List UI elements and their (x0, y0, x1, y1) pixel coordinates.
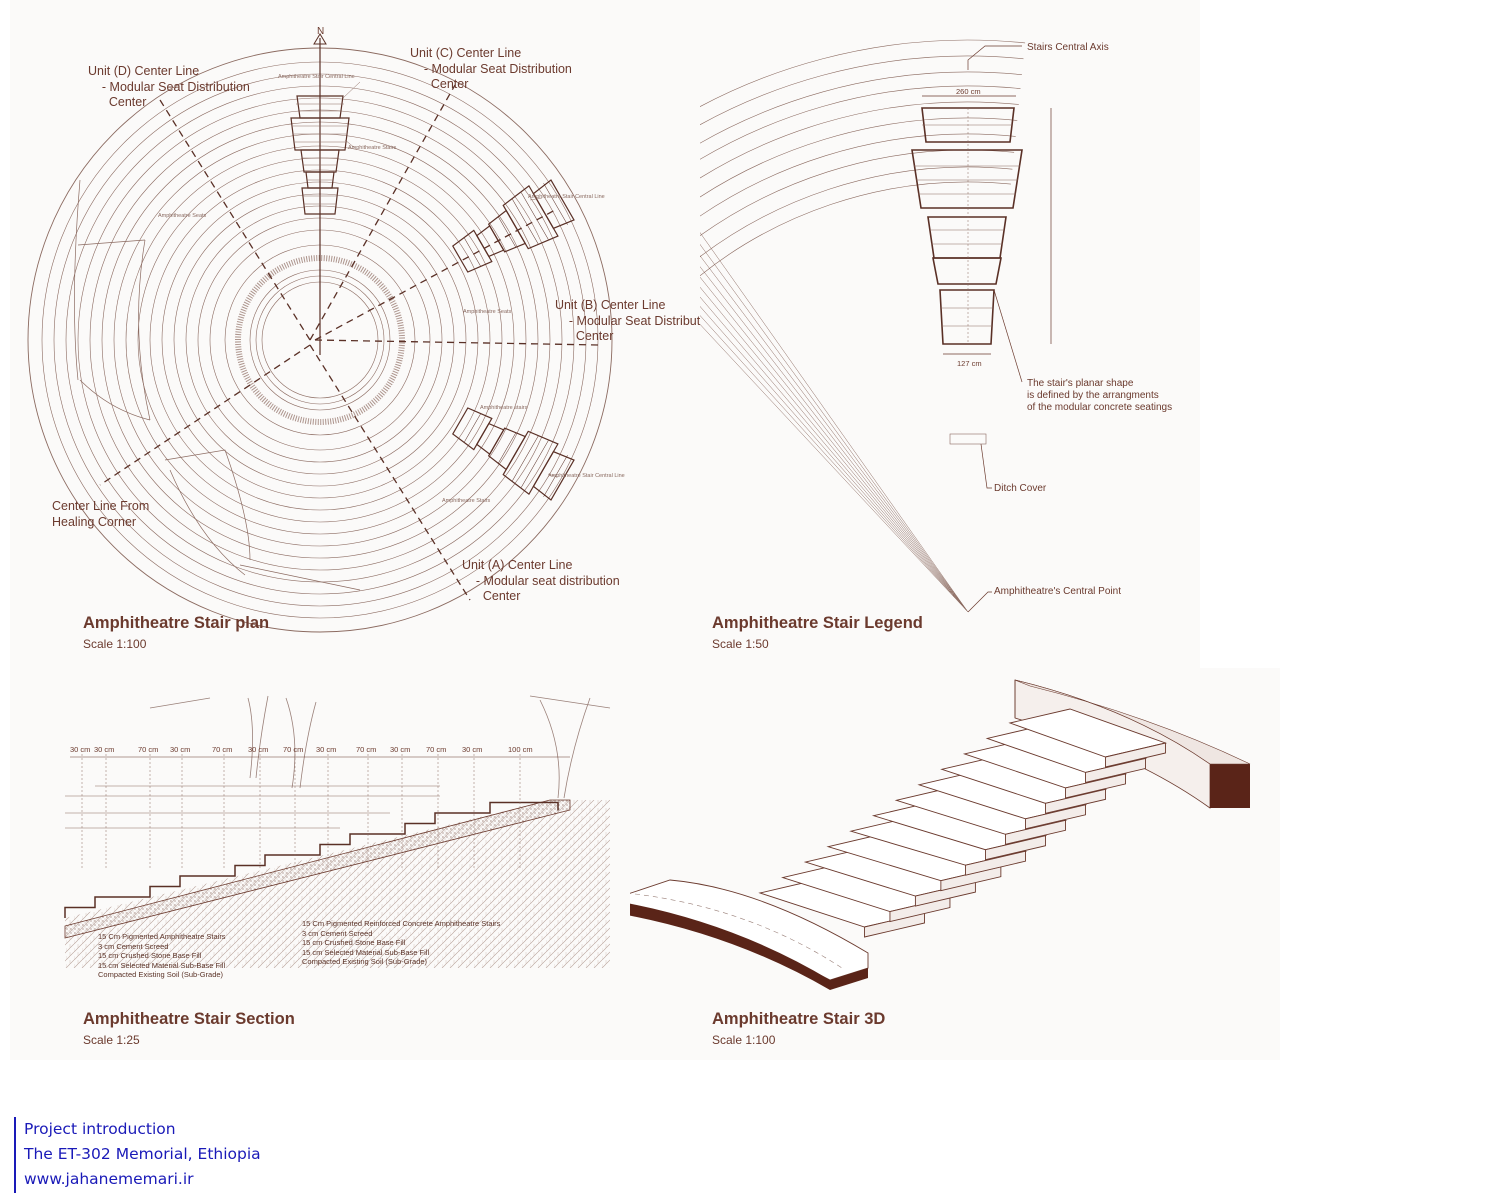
unit-a-label: Unit (A) Center Line - Modular seat dist… (462, 558, 620, 603)
legend-title: Amphitheatre Stair Legend (712, 614, 923, 632)
section-dim-7: 70 cm (283, 745, 304, 754)
section-dim-3: 70 cm (138, 745, 159, 754)
right-layer-5: Compacted Existing Soil (Sub-Grade) (302, 957, 428, 966)
stairs-bottom-label: Amphitheatre Stairs (442, 498, 491, 504)
stair-plan-drawing (27, 33, 613, 633)
ditch-cover-label: Ditch Cover (994, 483, 1047, 494)
section-left-layers: 15 Cm Pigmented Amphitheatre Stairs 3 cm… (98, 932, 226, 980)
left-layer-1: 15 Cm Pigmented Amphitheatre Stairs (98, 932, 226, 941)
right-layer-3: 15 cm Crushed Stone Base Fill (302, 938, 406, 947)
stair-legend-panel: 260 cm 127 cm Stairs Central Axis The st… (700, 0, 1200, 668)
unit-d-label: Unit (D) Center Line - Modular Seat Dist… (88, 64, 250, 109)
planar-shape-note: The stair's planar shape is defined by t… (1027, 378, 1173, 413)
section-dim-9: 70 cm (356, 745, 377, 754)
project-footer: Project introduction The ET-302 Memorial… (14, 1117, 261, 1193)
unit-b-label: Unit (B) Center Line - Modular Seat Dist… (555, 298, 700, 343)
section-dim-12: 30 cm (462, 745, 483, 754)
3d-scale: Scale 1:100 (712, 1033, 776, 1047)
section-dim-1: 30 cm (70, 745, 91, 754)
section-dim-10: 30 cm (390, 745, 411, 754)
stairs-lower-label: Amphitheatre stairs (480, 405, 528, 411)
seats-right-label: Amphitheatre Seats (463, 309, 512, 315)
plan-scale: Scale 1:100 (83, 637, 147, 651)
legend-bottom-dim: 127 cm (957, 359, 982, 368)
healing-corner-label: Center Line From Healing Corner (52, 499, 150, 529)
stair-legend-drawing (700, 39, 1052, 613)
stair-axis-top-label: Amphitheatre Stair Central Line (278, 74, 355, 80)
stair-axis-lower-label: Amphitheatre Stair Central Line (548, 473, 625, 479)
website-link[interactable]: www.jahanememari.ir (24, 1170, 194, 1188)
legend-top-dim: 260 cm (956, 87, 981, 96)
central-point-label: Amphitheatre's Central Point (994, 586, 1121, 597)
left-layer-2: 3 cm Cement Screed (98, 941, 169, 951)
section-dim-5: 70 cm (212, 745, 233, 754)
project-introduction-text: Project introduction (24, 1120, 176, 1138)
section-dim-11: 70 cm (426, 745, 447, 754)
north-label: N (317, 26, 325, 37)
stairs-central-axis-label: Stairs Central Axis (1027, 42, 1109, 53)
left-layer-3: 15 cm Crushed Stone Base Fill (98, 951, 202, 960)
section-dim-4: 30 cm (170, 745, 191, 754)
left-layer-4: 15 cm Selected Material Sub-Base Fill (98, 960, 226, 970)
section-dim-2: 30 cm (94, 745, 115, 754)
stair-plan-panel: Amphitheatre Stair plan Scale 1:100 N Un… (10, 0, 700, 668)
section-right-layers: 15 Cm Pigmented Reinforced Concrete Amph… (302, 919, 500, 967)
seats-left-label: Amphitheatre Seats (158, 213, 207, 219)
3d-title: Amphitheatre Stair 3D (712, 1010, 886, 1028)
section-scale: Scale 1:25 (83, 1033, 140, 1047)
legend-scale: Scale 1:50 (712, 637, 769, 651)
stair-section-drawing (64, 695, 611, 968)
right-layer-4: 15 cm Selected Material Sub-Base Fill (302, 947, 430, 957)
plan-title: Amphitheatre Stair plan (83, 614, 270, 632)
stairs-top-label: Amphitheatre Stairs (348, 145, 397, 151)
project-name-text: The ET-302 Memorial, Ethiopia (24, 1145, 261, 1163)
stair-3d-panel: Amphitheatre Stair 3D Scale 1:100 (630, 668, 1280, 1060)
left-layer-5: Compacted Existing Soil (Sub-Grade) (98, 970, 224, 979)
right-layer-2: 3 cm Cement Screed (302, 928, 373, 938)
section-dim-8: 30 cm (316, 745, 337, 754)
stair-axis-right-label: Amphitheatre Stair Central Line (528, 194, 605, 200)
right-layer-1: 15 Cm Pigmented Reinforced Concrete Amph… (302, 919, 501, 928)
stair-3d-drawing (630, 679, 1251, 990)
section-dim-6: 30 cm (248, 745, 269, 754)
section-dim-13: 100 cm (508, 745, 533, 754)
section-title: Amphitheatre Stair Section (83, 1010, 295, 1028)
unit-c-label: Unit (C) Center Line - Modular Seat Dist… (410, 46, 572, 91)
